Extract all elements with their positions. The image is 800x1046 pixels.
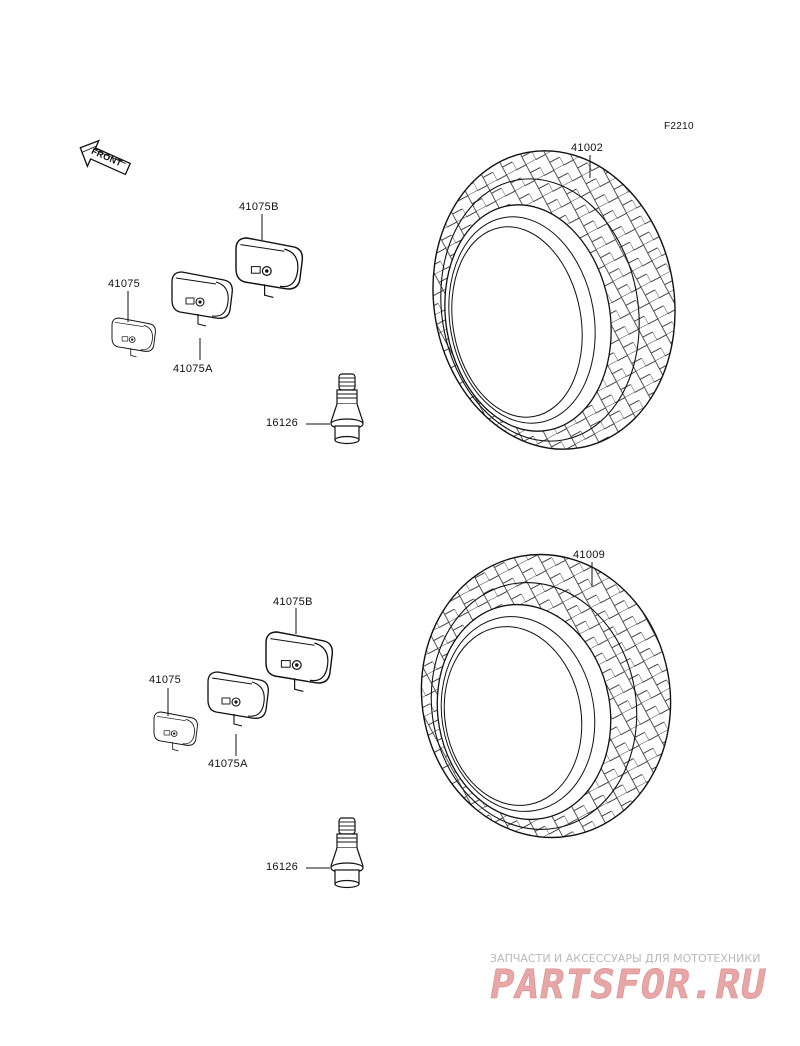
part-label-valve-bottom: 16126: [266, 861, 299, 873]
part-label-valve-top: 16126: [266, 417, 299, 429]
tire-bottom: [420, 553, 672, 839]
front-arrow-icon: [79, 139, 132, 176]
part-label-tire-bottom: 41009: [573, 549, 606, 561]
weight-a-bottom: [207, 671, 269, 727]
weight-bottom: [153, 711, 198, 752]
leader-lines: [127, 155, 593, 869]
weight-top: [111, 317, 156, 358]
part-label-weight-b-top: 41075B: [239, 201, 279, 213]
watermark-logo: PARTSFOR.RU: [485, 962, 771, 1009]
valve-bottom: [330, 817, 364, 889]
part-label-weight-b-bottom: 41075B: [273, 596, 313, 608]
tire-top: [432, 150, 676, 450]
part-label-weight-a-top: 41075A: [173, 363, 213, 375]
figure-code: F2210: [664, 121, 694, 132]
valve-top: [330, 373, 364, 445]
part-label-tire-top: 41002: [571, 142, 604, 154]
part-label-weight-a-bottom: 41075A: [208, 758, 248, 770]
part-label-weight-bottom: 41075: [149, 674, 182, 686]
weight-a-top: [171, 271, 233, 327]
weight-b-bottom: [265, 631, 334, 693]
watermark-subtitle: ЗАПЧАСТИ И АКСЕССУАРЫ ДЛЯ МОТОТЕХНИКИ: [490, 952, 761, 965]
weight-b-top: [235, 237, 304, 299]
part-label-weight-top: 41075: [108, 278, 141, 290]
